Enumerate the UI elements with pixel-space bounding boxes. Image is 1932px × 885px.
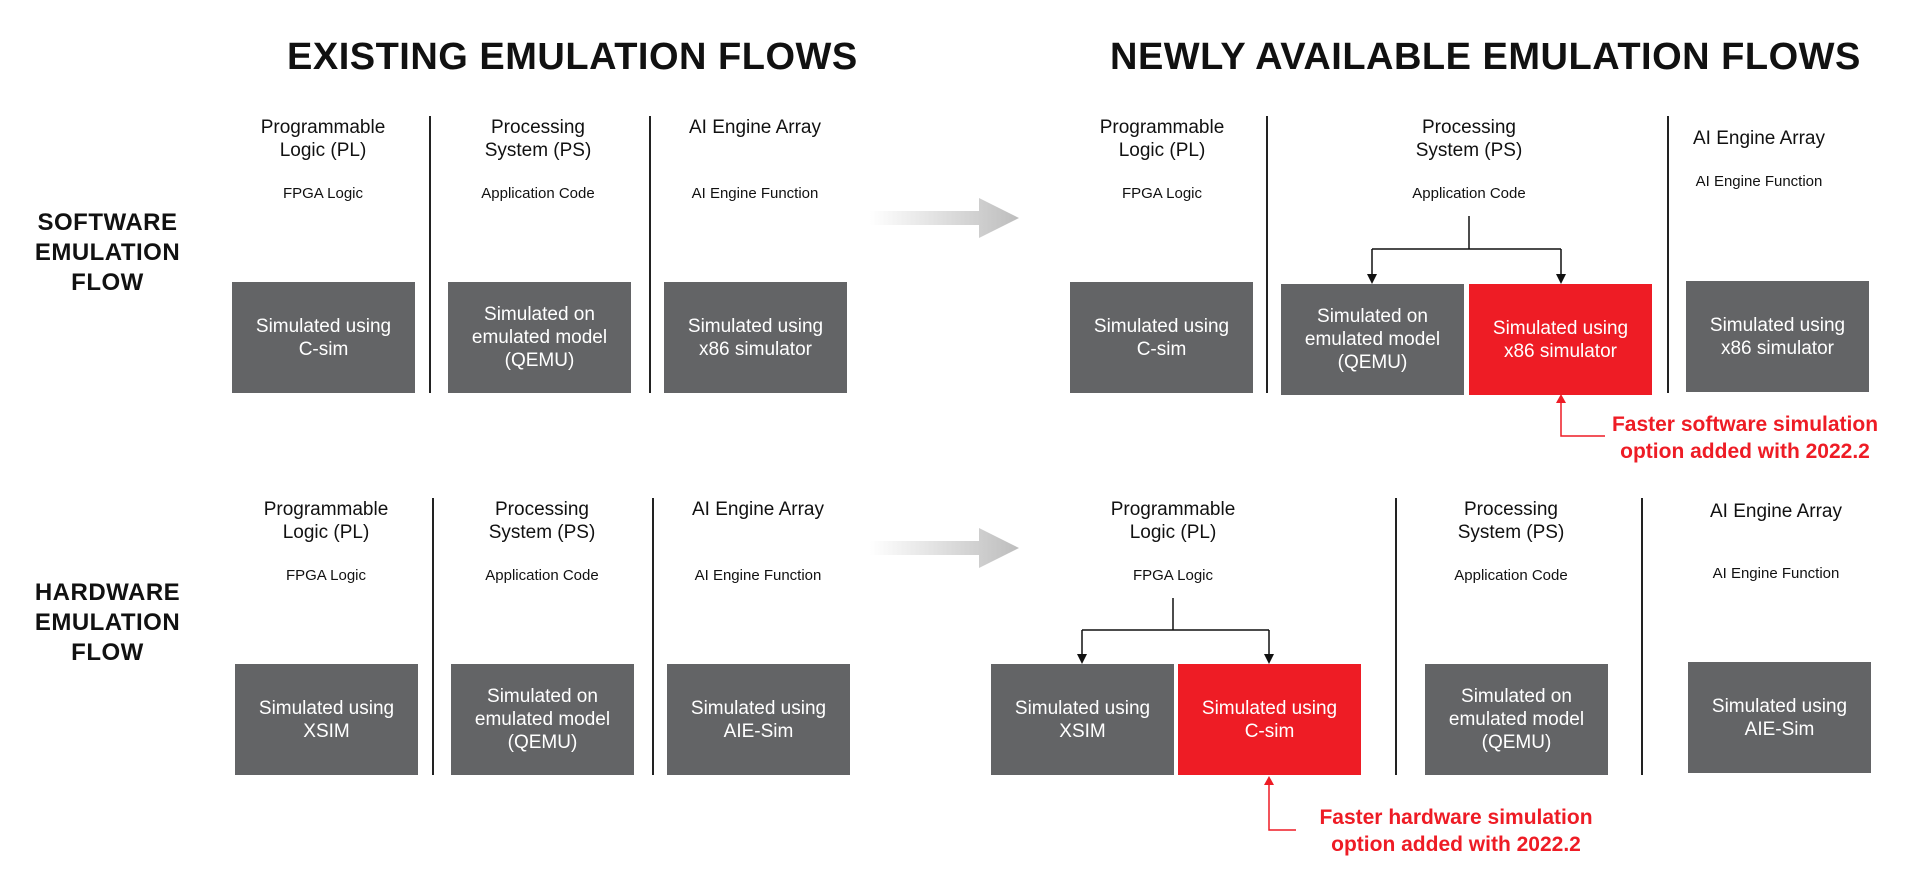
software-note: Faster software simulation option added … — [1611, 413, 1879, 463]
hw-existing-pl-sub: FPGA Logic — [285, 567, 367, 584]
sw-new-x86-box: Simulated using x86 simulator — [1469, 284, 1652, 395]
hw-new-pl-sub: FPGA Logic — [1132, 567, 1214, 584]
new-flows-title: NEWLY AVAILABLE EMULATION FLOWS — [1110, 36, 1861, 78]
sw-new-ps-sub: Application Code — [1412, 185, 1526, 202]
sw-existing-x86-box: Simulated using x86 simulator — [664, 282, 847, 393]
hw-existing-pl-header: Programmable Logic (PL) — [263, 499, 389, 543]
sw-new-qemu-box: Simulated on emulated model (QEMU) — [1281, 284, 1464, 395]
sw-existing-ps-sub: Application Code — [481, 185, 595, 202]
callout-arrowhead-icon — [1556, 394, 1566, 403]
arrowhead-icon — [1077, 654, 1087, 664]
sw-existing-pl-sub: FPGA Logic — [282, 185, 364, 202]
sw-existing-aie-sub: AI Engine Function — [691, 185, 819, 202]
hw-new-qemu-box: Simulated on emulated model (QEMU) — [1425, 664, 1608, 775]
arrowhead-icon — [1556, 274, 1566, 284]
sw-new-pl-header: Programmable Logic (PL) — [1099, 117, 1225, 161]
hardware-note: Faster hardware simulation option added … — [1319, 806, 1593, 856]
hw-existing-qemu-box: Simulated on emulated model (QEMU) — [451, 664, 634, 775]
sw-existing-pl-header: Programmable Logic (PL) — [260, 117, 386, 161]
hw-existing-ps-header: Processing System (PS) — [488, 499, 596, 543]
sw-existing-csim-box: Simulated using C-sim — [232, 282, 415, 393]
divider — [429, 116, 431, 393]
callout-arrowhead-icon — [1264, 776, 1274, 785]
divider — [432, 498, 434, 775]
sw-existing-aie-header: AI Engine Array — [688, 117, 822, 138]
sw-new-ps-header: Processing System (PS) — [1415, 117, 1523, 161]
split-connector-icon — [1081, 598, 1270, 656]
divider — [1266, 116, 1268, 393]
divider — [1641, 498, 1643, 775]
hw-existing-ps-sub: Application Code — [485, 567, 599, 584]
hw-new-pl-header: Programmable Logic (PL) — [1110, 499, 1236, 543]
existing-flows-title: EXISTING EMULATION FLOWS — [287, 36, 858, 78]
hw-existing-aie-sub: AI Engine Function — [694, 567, 822, 584]
divider — [652, 498, 654, 775]
sw-new-pl-sub: FPGA Logic — [1121, 185, 1203, 202]
arrowhead-icon — [1367, 274, 1377, 284]
divider — [1667, 116, 1669, 393]
hw-existing-aiesim-box: Simulated using AIE-Sim — [667, 664, 850, 775]
hw-existing-xsim-box: Simulated using XSIM — [235, 664, 418, 775]
hw-new-ps-sub: Application Code — [1454, 567, 1568, 584]
callout-line-icon — [1560, 400, 1605, 437]
hw-new-aie-sub: AI Engine Function — [1712, 565, 1840, 582]
software-flow-label: SOFTWARE EMULATION FLOW — [34, 209, 181, 296]
sw-new-aie-header: AI Engine Array — [1692, 128, 1826, 149]
divider — [1395, 498, 1397, 775]
hw-new-xsim-box: Simulated using XSIM — [991, 664, 1174, 775]
transition-arrow-icon — [870, 198, 1019, 238]
hw-new-ps-header: Processing System (PS) — [1457, 499, 1565, 543]
hardware-flow-label: HARDWARE EMULATION FLOW — [34, 579, 181, 666]
sw-existing-qemu-box: Simulated on emulated model (QEMU) — [448, 282, 631, 393]
sw-existing-ps-header: Processing System (PS) — [484, 117, 592, 161]
divider — [649, 116, 651, 393]
hw-new-aiesim-box: Simulated using AIE-Sim — [1688, 662, 1871, 773]
callout-line-icon — [1268, 782, 1296, 831]
sw-new-aie-sub: AI Engine Function — [1695, 173, 1823, 190]
hw-new-csim-box: Simulated using C-sim — [1178, 664, 1361, 775]
split-connector-icon — [1371, 216, 1562, 276]
hw-new-aie-header: AI Engine Array — [1709, 501, 1843, 522]
transition-arrow-icon — [870, 528, 1019, 568]
sw-new-csim-box: Simulated using C-sim — [1070, 282, 1253, 393]
sw-new-aie-x86-box: Simulated using x86 simulator — [1686, 281, 1869, 392]
hw-existing-aie-header: AI Engine Array — [691, 499, 825, 520]
arrowhead-icon — [1264, 654, 1274, 664]
